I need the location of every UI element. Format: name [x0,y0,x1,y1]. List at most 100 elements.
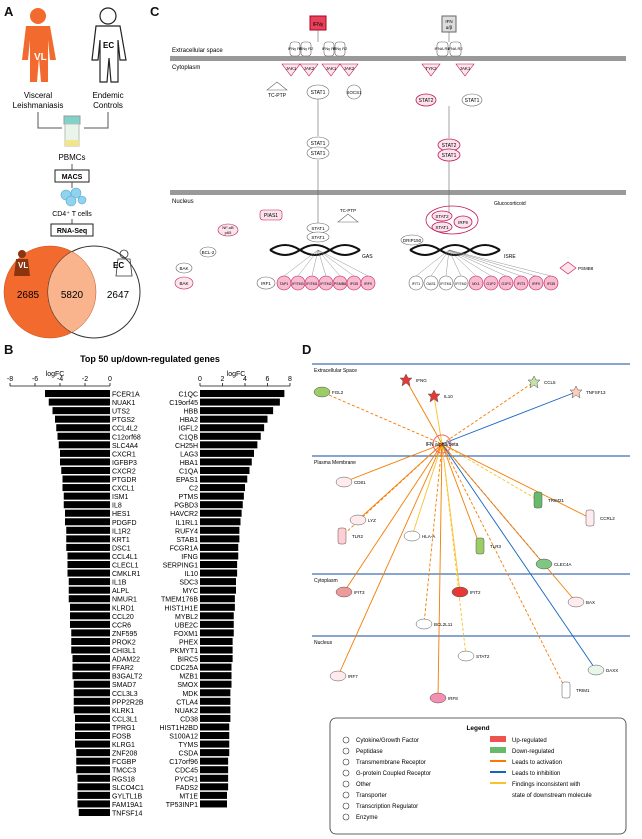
left-bar [71,629,110,637]
legend-shape-icon [342,813,350,821]
venn-ec-count: 2647 [107,290,130,301]
vl-caption-1: Visceral [24,91,53,100]
network-node-label: BAX [586,600,595,605]
right-bar [200,629,234,637]
right-bar [200,672,232,680]
left-gene-label: FOSB [112,734,131,741]
network-node-label: IL10 [444,394,453,399]
right-gene-label: EPAS1 [176,477,198,484]
stat1-dimer-left [306,136,330,160]
left-bar [76,757,110,765]
isre-gene-node [438,275,454,291]
left-bar [71,646,110,654]
left-gene-label: PPP2R2B [112,699,144,706]
legend-shape-label: Transporter [356,793,387,799]
ec-caption-2: Controls [93,101,123,110]
network-node-label: FGL2 [332,390,344,395]
stat1-dimer-left-a: STAT1 [311,141,326,147]
network-node-trim1 [561,681,571,699]
stat1-nuc-a: STAT1 [311,226,325,231]
stat1-dimer-right-label: STAT1 [442,153,457,159]
ifn-center-node [432,434,452,454]
socs1-node [346,84,362,100]
right-gene-label: C2 [189,486,198,493]
legend-color-label: Findings inconsistent with [512,782,580,788]
chart-title: Top 50 up/down-regulated genes [80,354,220,364]
isre-gene-node [408,275,424,291]
right-bar [200,757,229,765]
right-gene-label: HIST1H1E [165,605,199,612]
right-bar [200,595,235,603]
right-bar [200,518,241,526]
isre-gene-node [528,275,544,291]
jak1-right-label: JAK1 [460,66,471,71]
left-gene-label: TNFSF14 [112,810,142,817]
right-gene-label: S100A12 [169,734,198,741]
right-gene-label: CD38 [180,716,198,723]
right-bar [200,441,258,449]
ifn-ab-label-2: α/β [446,25,453,30]
network-node-label: HLA-A [422,534,435,539]
left-gene-label: SMAD7 [112,682,136,689]
left-tick-label: -2 [82,376,88,383]
tcptp-left-node [266,81,288,91]
network-edge [441,443,481,547]
left-bar [60,458,110,466]
right-gene-label: TYMS [179,742,199,749]
network-node-label: BCL2L11 [434,622,453,627]
ifng-receptors [289,41,346,57]
drip150-label: DRIP150 [403,238,422,243]
left-bar [77,791,110,799]
right-gene-label: MZB1 [179,674,198,681]
right-tick-label: 8 [288,376,292,383]
legend-shape-label: Other [356,782,371,788]
right-gene-label: MYC [182,588,198,595]
right-gene-label: C1QB [179,434,198,441]
left-bar [66,535,110,543]
right-tick-label: 2 [221,376,225,383]
right-gene-label: PHEX [179,639,198,646]
left-gene-label: ZNF595 [112,631,137,638]
panel-c-pathway: Extracellular space Cytoplasm Nucleus IF… [170,15,626,291]
network-node-label: TLR2 [352,534,364,539]
left-bar [70,620,110,628]
left-gene-label: CCL20 [112,614,134,621]
isre-gene-node [423,275,439,291]
stat2-cyto-label: STAT2 [419,98,434,104]
left-bar [68,586,110,594]
right-bar [200,706,231,714]
left-gene-label: ZNF208 [112,751,137,758]
right-bar [200,535,240,543]
right-bar [200,484,245,492]
network-nodes: FGL2IFNGIL10CCL5TNFSF13CD81TRIM21CCRL2LY… [313,373,618,704]
panel-a-workflow: VL EC Visceral Leishmaniasis Endemic Con… [3,7,141,339]
network-node-label: TNFSF13 [586,390,606,395]
right-bar [200,390,285,398]
network-node-label: CCL5 [544,380,556,385]
stat-dimer-right [437,138,461,162]
psmb8-right-node [559,261,577,275]
bak-node-2 [174,276,194,290]
venn-shared-count: 5820 [61,290,84,301]
pias1-node [259,209,283,221]
left-bar [57,432,110,440]
isre-gene-label: G1P2 [486,282,495,286]
isre-gene-node [513,275,529,291]
right-bar [200,655,233,663]
gas-gene-label: IRF9 [364,282,372,286]
right-bar [200,766,229,774]
right-bar [200,637,233,645]
network-node-irf8 [429,692,447,704]
glucocorticoid-label: Glucocorticoid [494,201,526,207]
left-bar [73,680,110,688]
left-gene-label: UTS2 [112,409,130,416]
legend-shape-label: G-protein Coupled Receptor [356,771,431,777]
right-bar [200,509,242,517]
right-bar [200,466,250,474]
network-edges [321,379,597,699]
left-gene-label: ISM1 [112,494,128,501]
panel-letter-d: D [302,342,312,357]
left-bar [68,578,110,586]
